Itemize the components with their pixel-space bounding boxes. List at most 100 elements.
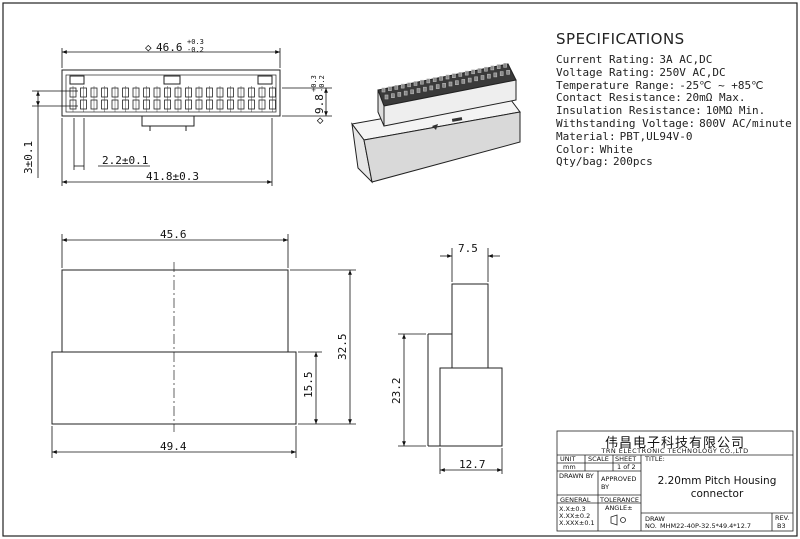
drawing-title-line1: 2.20mm Pitch Housing <box>657 475 777 487</box>
spec-line: Temperature Range:-25℃ ~ +85℃ <box>556 78 796 93</box>
base-tab <box>141 115 195 127</box>
spec-value: -25℃ ~ +85℃ <box>679 78 764 92</box>
dim-front-lower-width: 49.4 <box>160 440 187 453</box>
iso-pin-hole <box>496 64 501 69</box>
spec-label: Temperature Range: <box>556 78 676 92</box>
spec-label: Color: <box>556 142 596 156</box>
iso-pin-hole <box>503 62 507 68</box>
top-view <box>61 69 281 131</box>
spec-line: Qty/bag:200pcs <box>556 155 796 169</box>
approved-label: APPROVED <box>601 475 637 483</box>
iso-pin-hole <box>452 73 456 78</box>
spec-line: Insulation Resistance:10MΩ Min. <box>556 104 796 118</box>
iso-pin-hole <box>442 83 446 88</box>
dim-front-upper-width: 45.6 <box>160 228 187 241</box>
no-label: NO. <box>645 522 657 530</box>
spec-value: 10MΩ Min. <box>705 104 766 118</box>
diamond-symbol: ◇ <box>145 41 152 54</box>
tolerance-3: X.XXX±0.1 <box>559 519 595 527</box>
spec-line: Contact Resistance:20mΩ Max. <box>556 91 796 105</box>
tolerance-2: X.XX±0.2 <box>559 512 591 520</box>
iso-pin-hole <box>487 73 491 79</box>
dim-top-width-tol-lower: -0.2 <box>187 46 204 54</box>
spec-value: White <box>599 142 633 156</box>
iso-slot <box>451 117 463 122</box>
spec-label: Material: <box>556 129 616 143</box>
iso-pin-block-end <box>377 89 385 127</box>
dim-pitch: 2.2±0.1 <box>102 154 148 167</box>
sheet-label: SHEET <box>615 455 637 463</box>
iso-pin-hole <box>445 74 450 80</box>
dim-top-height-tol-lower: -0.2 <box>318 75 326 92</box>
angle-label: ANGLE± <box>605 504 633 512</box>
iso-pin-hole <box>403 90 408 96</box>
spec-value: 250V AC,DC <box>659 65 726 79</box>
dim-top-height-tol-upper: +0.3 <box>310 75 318 92</box>
rev-value: B3 <box>777 522 786 530</box>
iso-pin-hole <box>461 79 466 84</box>
unit-label: UNIT <box>560 455 576 463</box>
iso-pin-hole <box>467 77 472 83</box>
specifications-title: SPECIFICATIONS <box>556 30 685 48</box>
iso-base-side <box>363 111 521 183</box>
dim-front-total-height: 32.5 <box>336 334 349 361</box>
spec-label: Voltage Rating: <box>556 65 656 79</box>
diamond-symbol: ◇ <box>313 117 326 124</box>
iso-pin-hole <box>410 89 414 95</box>
front-view <box>51 262 297 432</box>
side-view <box>427 283 503 447</box>
drawing-title: 2.20mm Pitch Housing connector <box>641 475 793 501</box>
title-block-grid <box>556 430 794 532</box>
iso-pin-hole <box>423 86 427 92</box>
general-label: GENERAL <box>560 496 591 504</box>
spec-line: Material:PBT,UL94V-0 <box>556 129 796 144</box>
iso-pin-hole <box>458 72 463 77</box>
rev-label: REV. <box>775 514 790 522</box>
scale-label: SCALE <box>588 455 609 463</box>
sheet-value: 1 of 2 <box>617 463 636 471</box>
tolerance-1: X.X±0.3 <box>559 505 586 513</box>
spec-label: Qty/bag: <box>556 155 609 169</box>
iso-pin-hole <box>407 82 411 88</box>
iso-pin-hole <box>480 75 485 80</box>
iso-pin-hole <box>499 71 504 76</box>
spec-value: 3A AC,DC <box>659 53 713 66</box>
iso-pin-hole <box>490 65 495 71</box>
iso-pin-hole <box>464 70 469 76</box>
dim-top-width: 46.6 <box>156 41 183 54</box>
top-latch-left <box>69 75 85 85</box>
iso-pin-hole <box>388 86 392 91</box>
drawn-by-label: DRAWN BY <box>559 472 594 480</box>
spec-label: Current Rating: <box>556 53 656 66</box>
spec-value: 20mΩ Max. <box>685 91 746 105</box>
iso-pin-hole <box>384 94 389 100</box>
spec-line: Voltage Rating:250V AC,DC <box>556 65 796 80</box>
spec-value: PBT,UL94V-0 <box>619 129 693 143</box>
iso-pin-hole <box>477 68 482 73</box>
side-view-dim-labels: 7.5 12.7 23.2 <box>390 242 486 471</box>
spec-label: Insulation Resistance: <box>556 104 702 118</box>
unit-value: mm <box>563 463 576 471</box>
iso-pin-hole <box>506 70 510 75</box>
side-lower-body <box>439 367 503 447</box>
iso-pin-holes <box>381 62 510 100</box>
iso-pin-hole <box>455 80 459 85</box>
side-upper-body <box>451 283 489 369</box>
top-view-dim-labels: ◇ 46.6 +0.3 -0.2 ◇ 9.8 +0.3 -0.2 3±0.1 2… <box>22 38 326 183</box>
dim-top-height: 9.8 <box>313 94 326 114</box>
projection-symbol <box>620 517 626 523</box>
spec-line: Withstanding Voltage:800V AC/minute <box>556 116 796 131</box>
spec-label: Withstanding Voltage: <box>556 116 696 130</box>
drawing-number: MHM22-40P-32.5*49.4*12.7 <box>660 522 752 530</box>
spec-line: Current Rating:3A AC,DC <box>556 53 796 67</box>
iso-pin-hole <box>426 78 431 84</box>
iso-pin-hole <box>471 69 475 75</box>
iso-pin-hole <box>420 79 424 85</box>
iso-pin-hole <box>429 85 434 91</box>
iso-pin-hole <box>394 85 399 90</box>
projection-symbol <box>610 514 618 526</box>
front-view-dimensions <box>51 234 356 458</box>
spec-label: Contact Resistance: <box>556 91 682 105</box>
